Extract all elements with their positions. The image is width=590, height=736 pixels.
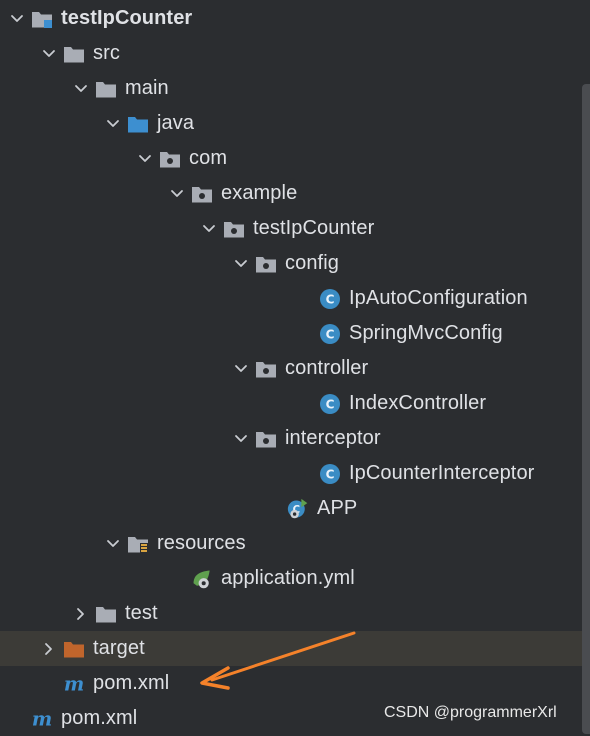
package-icon: [255, 359, 277, 379]
tree-item-label: java: [157, 112, 195, 134]
tree-item-label: IpAutoConfiguration: [349, 287, 528, 309]
tree-item-label: example: [221, 182, 298, 204]
tree-item-pom-xml[interactable]: m pom.xml: [0, 701, 582, 736]
maven-icon: m: [31, 708, 53, 730]
svg-text:C: C: [326, 292, 335, 306]
tree-item-label: testIpCounter: [253, 217, 375, 239]
module-folder-icon: [31, 9, 53, 29]
chevron-down-icon[interactable]: [135, 149, 155, 169]
tree-item-controller[interactable]: controller: [0, 351, 582, 386]
tree-item-label: interceptor: [285, 427, 381, 449]
chevron-down-icon[interactable]: [167, 184, 187, 204]
tree-item-label: com: [189, 147, 228, 169]
tree-item-springmvcconfig[interactable]: C SpringMvcConfig: [0, 316, 582, 351]
class-icon: C: [319, 323, 341, 344]
tree-item-label: controller: [285, 357, 369, 379]
package-icon: [255, 254, 277, 274]
tree-item-label: config: [285, 252, 339, 274]
spring-boot-app-icon: C: [287, 498, 309, 519]
tree-item-label: target: [93, 637, 145, 659]
tree-item-label: IpCounterInterceptor: [349, 462, 535, 484]
folder-icon: [63, 44, 85, 64]
tree-item-test[interactable]: test: [0, 596, 582, 631]
svg-text:C: C: [326, 327, 335, 341]
maven-icon: m: [63, 673, 85, 695]
tree-item-label: resources: [157, 532, 246, 554]
tree-item-testipcounter[interactable]: testIpCounter: [0, 211, 582, 246]
folder-icon: [95, 604, 117, 624]
tree-item-label: src: [93, 42, 120, 64]
arrow-spacer: [263, 499, 283, 519]
tree-item-label: main: [125, 77, 169, 99]
class-icon: C: [319, 288, 341, 309]
vertical-scrollbar[interactable]: [582, 84, 590, 734]
svg-text:C: C: [326, 467, 335, 481]
tree-item-config[interactable]: config: [0, 246, 582, 281]
chevron-down-icon[interactable]: [231, 429, 251, 449]
chevron-down-icon[interactable]: [231, 254, 251, 274]
arrow-spacer: [39, 674, 59, 694]
tree-item-src[interactable]: src: [0, 36, 582, 71]
tree-item-ipautoconfiguration[interactable]: C IpAutoConfiguration: [0, 281, 582, 316]
chevron-down-icon[interactable]: [231, 359, 251, 379]
chevron-down-icon[interactable]: [103, 534, 123, 554]
chevron-right-icon[interactable]: [71, 604, 91, 624]
package-icon: [191, 184, 213, 204]
tree-item-app[interactable]: C APP: [0, 491, 582, 526]
tree-item-label: SpringMvcConfig: [349, 322, 503, 344]
tree-item-label: pom.xml: [93, 672, 170, 694]
arrow-spacer: [295, 324, 315, 344]
svg-text:C: C: [326, 397, 335, 411]
tree-item-label: test: [125, 602, 158, 624]
folder-icon: [95, 79, 117, 99]
tree-item-com[interactable]: com: [0, 141, 582, 176]
arrow-spacer: [167, 569, 187, 589]
package-icon: [223, 219, 245, 239]
package-icon: [255, 429, 277, 449]
chevron-down-icon[interactable]: [39, 44, 59, 64]
tree-item-interceptor[interactable]: interceptor: [0, 421, 582, 456]
tree-item-label: APP: [317, 497, 358, 519]
class-icon: C: [319, 393, 341, 414]
tree-item-label: testIpCounter: [61, 7, 193, 29]
chevron-down-icon[interactable]: [103, 114, 123, 134]
spring-yml-icon: [191, 569, 213, 589]
arrow-spacer: [295, 289, 315, 309]
resources-folder-icon: [127, 534, 149, 554]
class-icon: C: [319, 463, 341, 484]
tree-item-ipcounterinterceptor[interactable]: C IpCounterInterceptor: [0, 456, 582, 491]
arrow-spacer: [7, 709, 27, 729]
tree-item-label: pom.xml: [61, 707, 138, 729]
svg-text:m: m: [32, 708, 52, 730]
tree-item-pom-xml[interactable]: m pom.xml: [0, 666, 582, 701]
package-icon: [159, 149, 181, 169]
excluded-folder-icon: [63, 639, 85, 659]
arrow-spacer: [295, 464, 315, 484]
tree-item-java[interactable]: java: [0, 106, 582, 141]
tree-item-main[interactable]: main: [0, 71, 582, 106]
tree-item-label: IndexController: [349, 392, 487, 414]
tree-item-indexcontroller[interactable]: C IndexController: [0, 386, 582, 421]
tree-item-application-yml[interactable]: application.yml: [0, 561, 582, 596]
chevron-down-icon[interactable]: [199, 219, 219, 239]
tree-item-label: application.yml: [221, 567, 355, 589]
arrow-spacer: [295, 394, 315, 414]
source-folder-icon: [127, 114, 149, 134]
tree-item-resources[interactable]: resources: [0, 526, 582, 561]
chevron-right-icon[interactable]: [39, 639, 59, 659]
chevron-down-icon[interactable]: [71, 79, 91, 99]
tree-item-target[interactable]: target: [0, 631, 582, 666]
svg-text:m: m: [64, 673, 84, 695]
chevron-down-icon[interactable]: [7, 9, 27, 29]
tree-item-example[interactable]: example: [0, 176, 582, 211]
watermark: CSDN @programmerXrl: [384, 704, 557, 721]
tree-item-testipcounter[interactable]: testIpCounter: [0, 1, 582, 36]
